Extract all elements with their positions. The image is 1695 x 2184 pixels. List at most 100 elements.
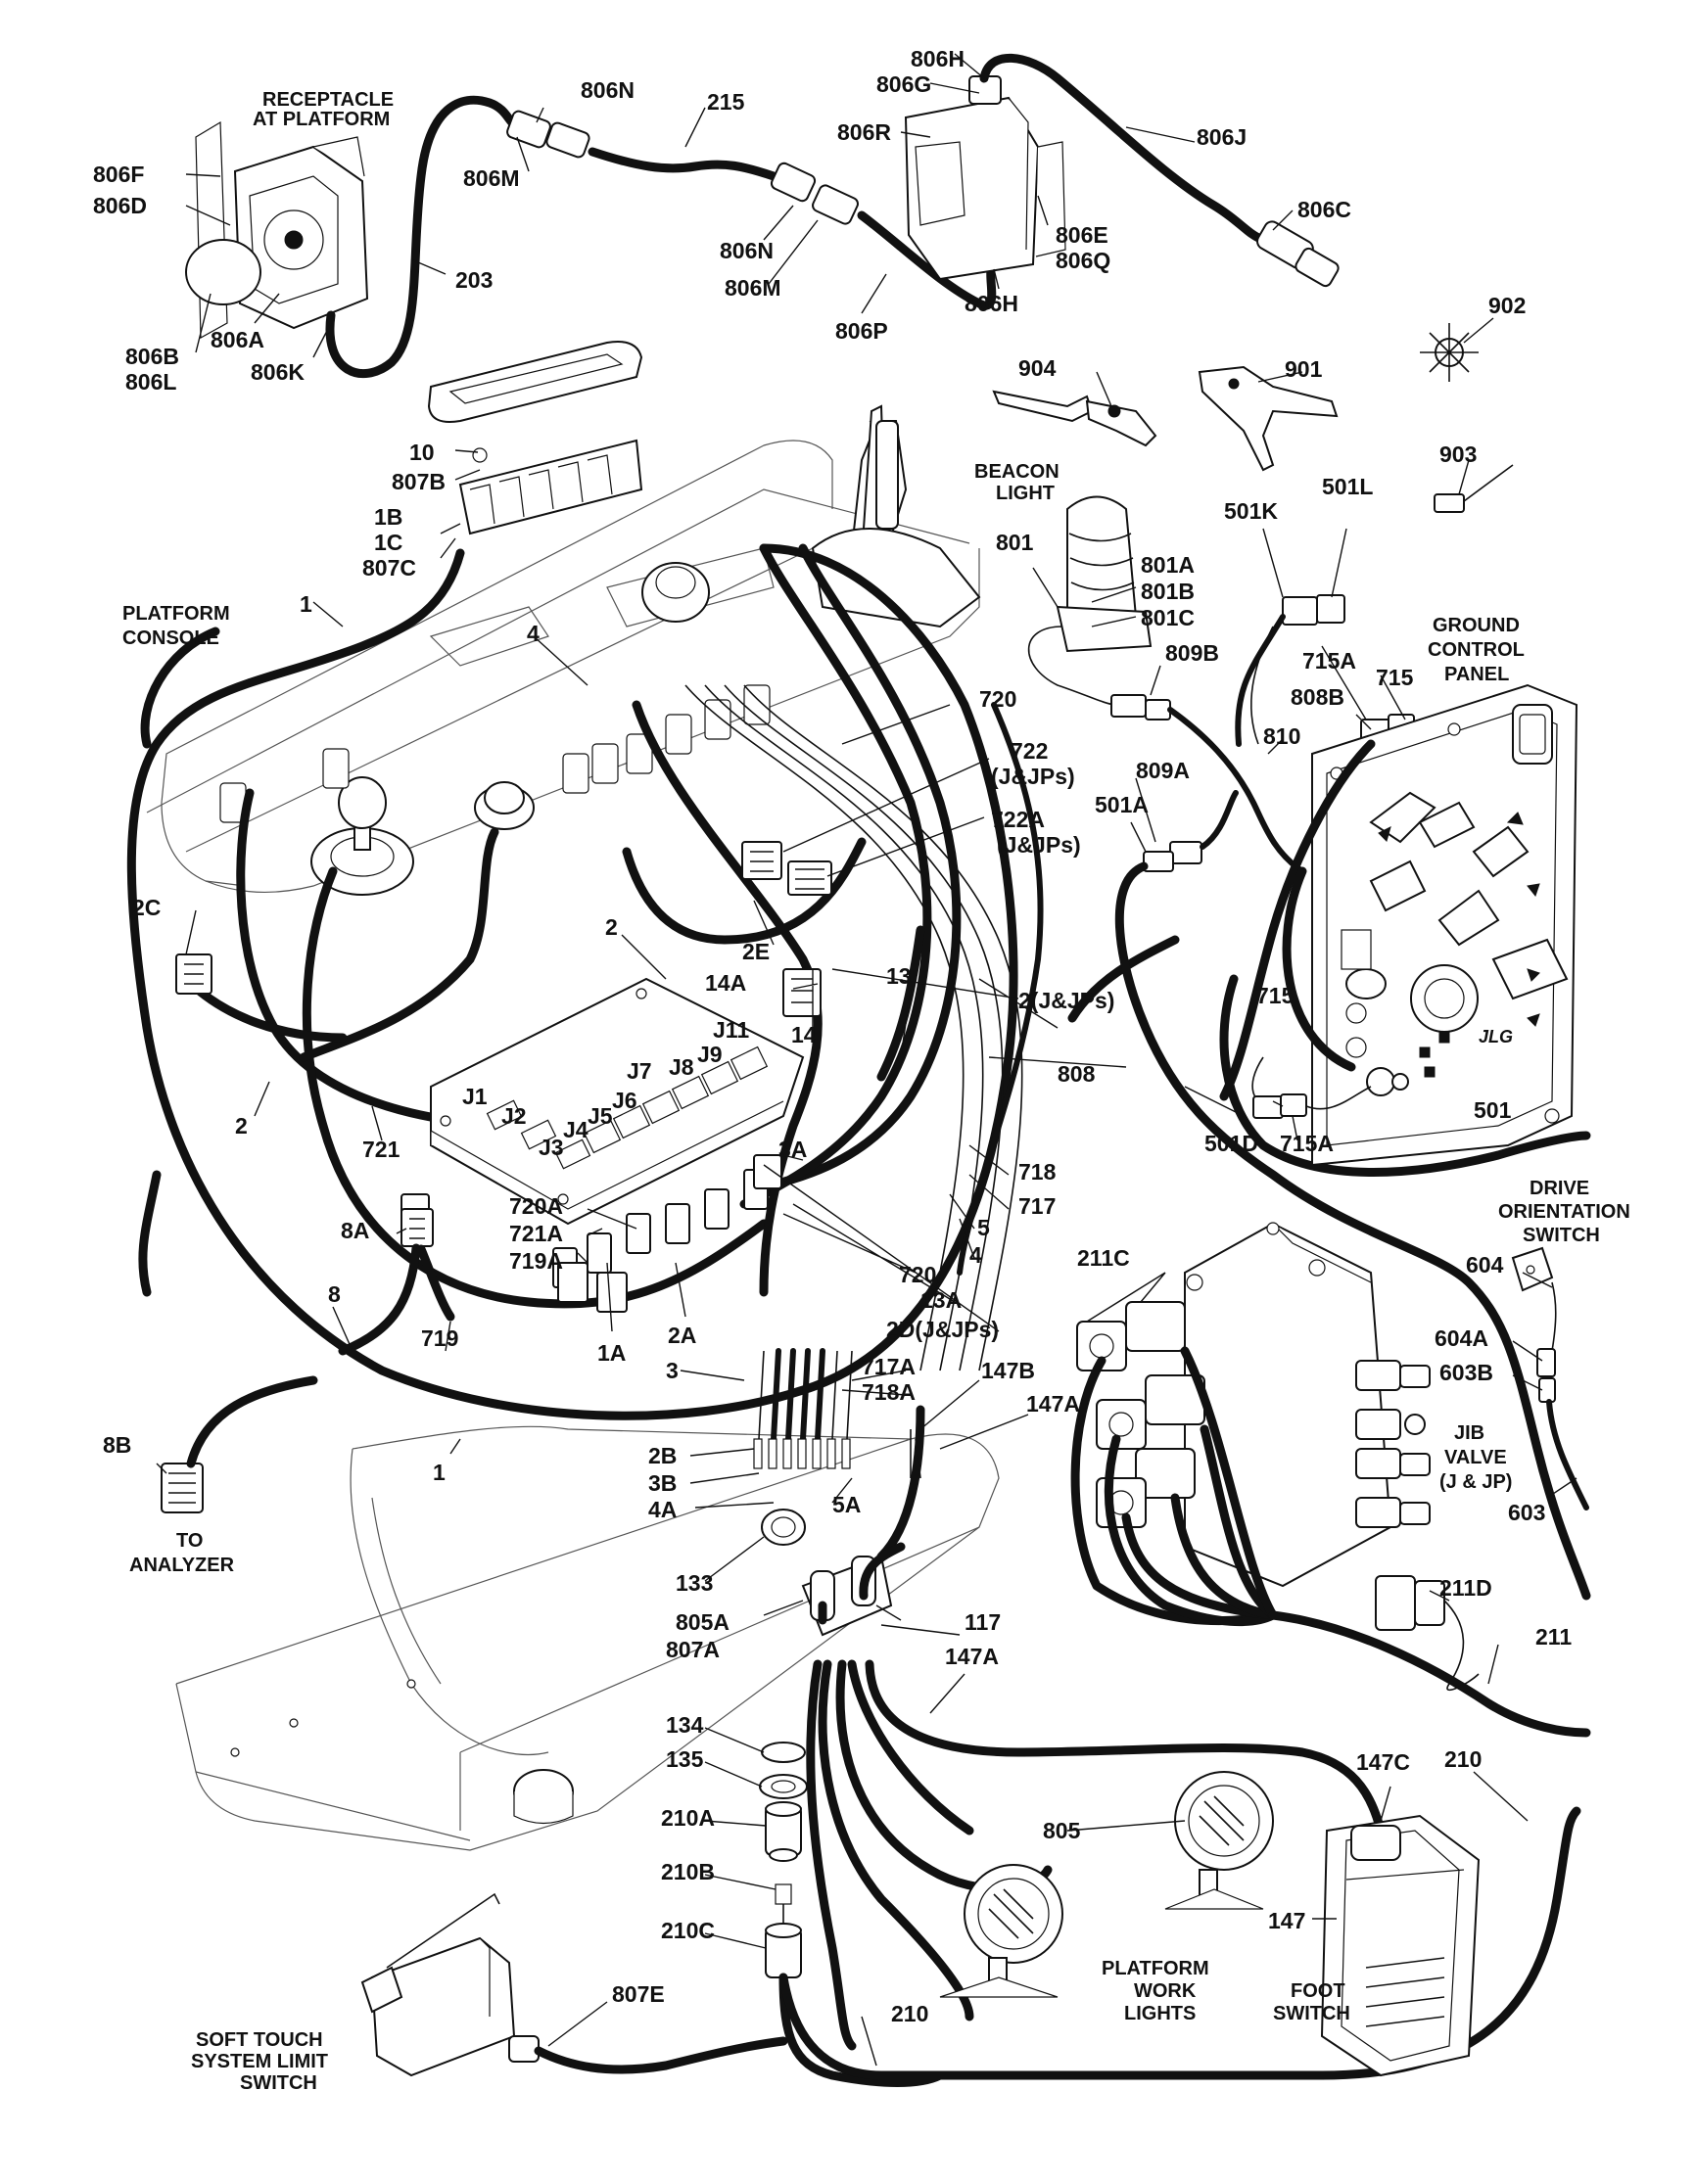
part-134 bbox=[761, 1742, 806, 1763]
panel-logo: JLG bbox=[1479, 1027, 1513, 1046]
caption-ground-2: CONTROL bbox=[1428, 639, 1525, 661]
caption-soft-1: SOFT TOUCH bbox=[196, 2029, 323, 2051]
callout-210A: 210A bbox=[661, 1805, 715, 1831]
callout-801: 801 bbox=[996, 530, 1034, 555]
cable-806J bbox=[979, 53, 1268, 245]
callout-603: 603 bbox=[1508, 1500, 1545, 1525]
callout-14A: 14A bbox=[705, 970, 746, 996]
connector-806N-mid bbox=[770, 162, 859, 225]
callout-806F: 806F bbox=[93, 162, 144, 187]
caption-analyzer-2: ANALYZER bbox=[129, 1555, 235, 1576]
connector-211D bbox=[1375, 1575, 1445, 1631]
callout-801A: 801A bbox=[1141, 552, 1195, 578]
junction-box-806R bbox=[904, 75, 1066, 281]
console-gasket bbox=[427, 341, 643, 423]
joystick bbox=[310, 776, 414, 896]
callout-801B: 801B bbox=[1141, 579, 1195, 604]
callout-806R: 806R bbox=[837, 119, 891, 145]
callout-904: 904 bbox=[1018, 355, 1057, 381]
callout-117: 117 bbox=[965, 1609, 1001, 1635]
callout-808: 808 bbox=[1058, 1061, 1096, 1087]
callout-147B: 147B bbox=[981, 1358, 1035, 1383]
tool-902 bbox=[1420, 323, 1479, 382]
caption-ground-1: GROUND bbox=[1433, 615, 1520, 636]
caption-receptacle-1: RECEPTACLE bbox=[262, 89, 394, 111]
callout-4-top: 4 bbox=[527, 621, 540, 646]
caption-soft-2: SYSTEM LIMIT bbox=[191, 2051, 328, 2072]
callout-718A: 718A bbox=[862, 1379, 916, 1405]
callout-1-top: 1 bbox=[300, 591, 312, 617]
cable-215 bbox=[588, 147, 778, 181]
callout-147: 147 bbox=[1268, 1908, 1305, 1933]
callout-806M-top: 806M bbox=[463, 165, 520, 191]
drive-orientation-switch bbox=[1511, 1246, 1554, 1292]
foot-switch bbox=[1320, 1814, 1481, 2077]
callout-722A-jjp: (J&JPs) bbox=[997, 832, 1081, 858]
callout-805: 805 bbox=[1043, 1818, 1081, 1843]
cable-806P bbox=[857, 210, 997, 310]
connector-14A bbox=[782, 968, 822, 1017]
callout-806J: 806J bbox=[1197, 124, 1247, 150]
callout-210-bot: 210 bbox=[891, 2001, 928, 2026]
callout-J8: J8 bbox=[669, 1054, 694, 1080]
callout-902: 902 bbox=[1488, 293, 1526, 318]
callout-1-bot: 1 bbox=[433, 1460, 446, 1485]
connector-806M-top bbox=[506, 110, 590, 159]
callout-719A: 719A bbox=[509, 1248, 563, 1274]
callout-715-top: 715 bbox=[1376, 665, 1414, 690]
callout-718: 718 bbox=[1018, 1159, 1057, 1185]
caption-work-3: LIGHTS bbox=[1124, 2003, 1196, 2024]
callout-717A: 717A bbox=[862, 1354, 916, 1379]
callout-135: 135 bbox=[666, 1746, 704, 1772]
caption-console-2: CONSOLE bbox=[122, 627, 219, 649]
callout-J7: J7 bbox=[627, 1058, 652, 1084]
callout-3: 3 bbox=[666, 1358, 679, 1383]
callout-720A: 720A bbox=[509, 1193, 563, 1219]
caption-beacon-1: BEACON bbox=[974, 461, 1059, 483]
connector-501D bbox=[1252, 1093, 1307, 1119]
callout-210B: 210B bbox=[661, 1859, 715, 1884]
callout-715-mid: 715 bbox=[1256, 983, 1295, 1008]
callout-807B: 807B bbox=[392, 469, 446, 494]
callout-210-right: 210 bbox=[1444, 1746, 1482, 1772]
callout-1C: 1C bbox=[374, 530, 402, 555]
connector-809A bbox=[1143, 841, 1202, 872]
callout-501L: 501L bbox=[1322, 474, 1373, 499]
callout-2-jjp: 2(J&JPs) bbox=[1018, 988, 1114, 1013]
callout-211D: 211D bbox=[1439, 1575, 1492, 1601]
callout-147A-top: 147A bbox=[1026, 1391, 1080, 1417]
callout-806G: 806G bbox=[876, 71, 931, 97]
callout-604: 604 bbox=[1466, 1252, 1504, 1278]
callout-807C: 807C bbox=[362, 555, 416, 581]
console-estop bbox=[641, 562, 710, 623]
callout-501D: 501D bbox=[1204, 1131, 1258, 1156]
caption-ground-3: PANEL bbox=[1444, 664, 1509, 685]
caption-beacon-2: LIGHT bbox=[996, 483, 1055, 504]
caption-foot-2: SWITCH bbox=[1273, 2003, 1350, 2024]
callout-809B: 809B bbox=[1165, 640, 1219, 666]
callout-903: 903 bbox=[1439, 441, 1477, 467]
callout-10: 10 bbox=[409, 440, 435, 465]
tool-904-crimper bbox=[992, 390, 1157, 447]
caption-drive-2: ORIENTATION bbox=[1498, 1201, 1630, 1223]
callout-211C: 211C bbox=[1077, 1245, 1130, 1271]
callout-8A: 8A bbox=[341, 1218, 369, 1243]
ground-control-panel: JLG bbox=[1311, 683, 1578, 1167]
callout-J6: J6 bbox=[612, 1088, 637, 1113]
connector-133 bbox=[761, 1509, 806, 1546]
callout-2C: 2C bbox=[132, 895, 161, 920]
callout-717: 717 bbox=[1018, 1193, 1056, 1219]
callout-8B: 8B bbox=[103, 1432, 131, 1458]
callout-806N-mid: 806N bbox=[720, 238, 774, 263]
connector-2C bbox=[175, 953, 212, 995]
callout-721: 721 bbox=[362, 1137, 400, 1162]
tool-901-crimper bbox=[1198, 365, 1339, 472]
callout-211: 211 bbox=[1535, 1624, 1572, 1650]
connector-604A bbox=[1536, 1348, 1556, 1403]
callout-210C: 210C bbox=[661, 1918, 715, 1943]
part-210C bbox=[765, 1923, 802, 1978]
callout-2-left: 2 bbox=[235, 1113, 248, 1138]
tool-903 bbox=[1434, 464, 1514, 513]
callout-2B: 2B bbox=[648, 1443, 677, 1468]
callout-4A: 4A bbox=[648, 1497, 677, 1522]
